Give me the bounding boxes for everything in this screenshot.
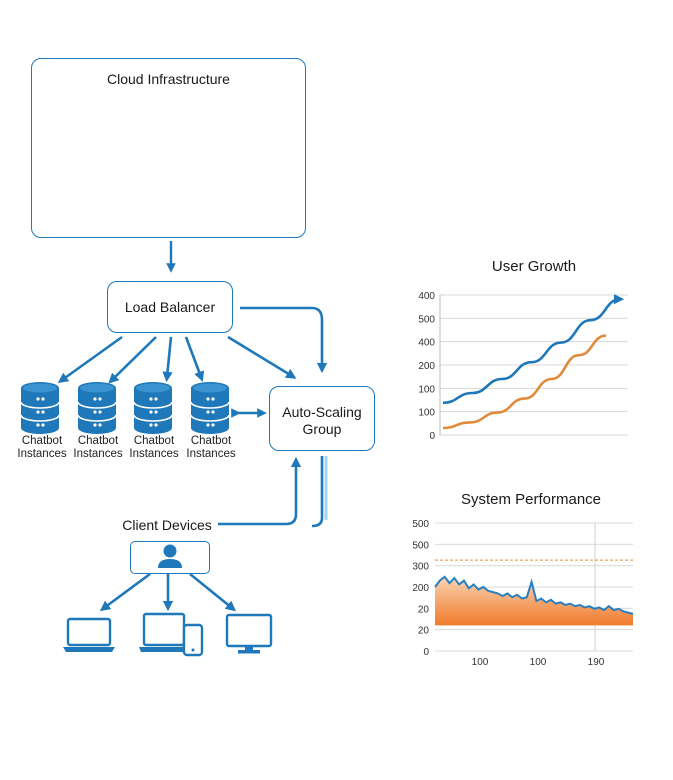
user-growth-chart: 400 500 400 200 100 100 0: [418, 291, 628, 442]
y-tick-label: 0: [429, 431, 435, 442]
y-tick-label: 20: [418, 626, 430, 637]
y-tick-label: 200: [412, 583, 429, 594]
y-tick-label: 100: [418, 384, 435, 395]
database-icon: [133, 381, 173, 435]
y-tick-label: 100: [418, 408, 435, 419]
database-icon: [190, 381, 230, 435]
auto-scaling-group-box: [269, 386, 375, 451]
laptop-icon: [63, 617, 115, 652]
series-line: [442, 334, 607, 430]
database-icon: [20, 381, 60, 435]
series-line: [434, 575, 634, 615]
load-balancer-label: Load Balancer: [124, 299, 216, 315]
y-tick-label: 400: [418, 291, 435, 302]
tablet-icon: [139, 612, 186, 652]
y-tick-label: 400: [418, 338, 435, 349]
auto-scaling-group-label: Auto-Scaling Group: [269, 404, 375, 438]
database-icon: [77, 381, 117, 435]
y-tick-label: 300: [412, 562, 429, 573]
user-icon: [158, 544, 182, 568]
y-tick-label: 500: [412, 540, 429, 551]
auto-scaling-line2: Group: [302, 421, 342, 437]
y-tick-label: 200: [418, 361, 435, 372]
y-tick-label: 500: [418, 314, 435, 325]
y-tick-label: 20: [418, 604, 430, 615]
client-user-box: [130, 541, 210, 574]
auto-scaling-line1: Auto-Scaling: [282, 404, 362, 420]
x-tick-label: 100: [530, 657, 547, 668]
y-tick-label: 0: [423, 647, 429, 658]
y-tick-label: 500: [412, 519, 429, 530]
series-line: [442, 294, 625, 405]
x-tick-label: 100: [472, 657, 489, 668]
user-growth-title: User Growth: [491, 258, 577, 275]
load-balancer-box: [107, 281, 233, 333]
monitor-icon: [225, 613, 273, 654]
x-tick-label: 190: [588, 657, 605, 668]
cloud-infrastructure-title: Cloud Infrastructure: [107, 71, 230, 87]
series-area: [435, 576, 633, 626]
phone-icon: [182, 623, 204, 657]
system-performance-title: System Performance: [460, 491, 602, 508]
client-devices-label: Client Devices: [122, 517, 212, 533]
cloud-infrastructure-box: [31, 58, 306, 238]
